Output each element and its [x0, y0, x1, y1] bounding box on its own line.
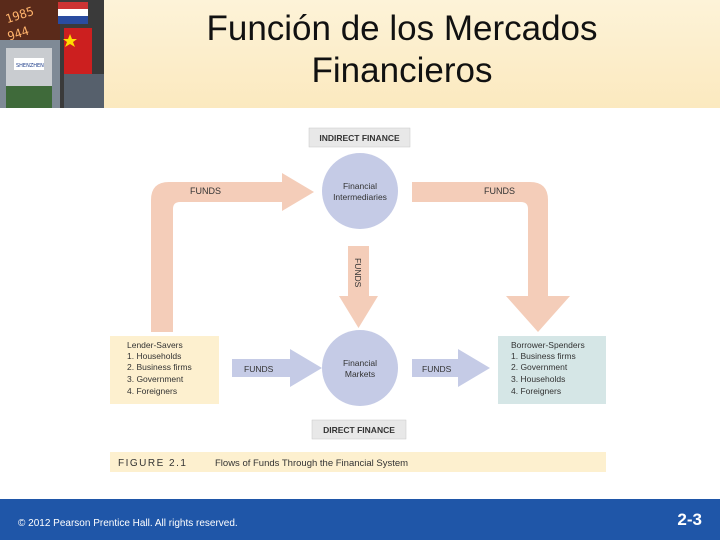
arrow-intermediaries-to-borrowers — [412, 182, 570, 332]
borrowers-title: Borrower-Spenders — [511, 340, 585, 350]
funds-label-bottom-left: FUNDS — [244, 364, 274, 374]
direct-finance-label: DIRECT FINANCE — [323, 425, 395, 435]
funds-label-top-right: FUNDS — [484, 186, 515, 196]
lenders-title: Lender-Savers — [127, 340, 183, 350]
borrowers-item: 2. Government — [511, 362, 568, 372]
markets-line-2: Markets — [345, 369, 375, 379]
intermediaries-line-2: Intermediaries — [333, 192, 387, 202]
figure-caption: Flows of Funds Through the Financial Sys… — [215, 458, 408, 469]
title-line-1: Función de los Mercados — [206, 9, 598, 48]
intermediaries-line-1: Financial — [343, 181, 377, 191]
financial-markets-circle — [322, 330, 398, 406]
arrow-intermediaries-to-markets — [339, 246, 378, 328]
stock-market-photo: 1985 944 SHENZHEN — [0, 0, 104, 108]
borrowers-item: 1. Business firms — [511, 351, 576, 361]
board-text-2: 944 — [6, 24, 31, 44]
financial-flow-diagram: INDIRECT FINANCE FUNDS FUNDS FUNDS Finan… — [110, 127, 606, 472]
funds-label-vertical: FUNDS — [353, 258, 363, 288]
arrow-lenders-to-markets — [232, 349, 322, 387]
borrowers-item: 3. Households — [511, 374, 565, 384]
copyright-text: © 2012 Pearson Prentice Hall. All rights… — [18, 518, 238, 529]
lenders-item: 1. Households — [127, 351, 181, 361]
lenders-item: 3. Government — [127, 374, 184, 384]
indirect-finance-box — [308, 127, 411, 148]
footer-bar: © 2012 Pearson Prentice Hall. All rights… — [0, 499, 720, 540]
lender-savers-box — [110, 336, 219, 404]
borrower-spenders-box — [498, 336, 606, 404]
financial-intermediaries-circle — [322, 153, 398, 229]
funds-label-bottom-right: FUNDS — [422, 364, 452, 374]
markets-line-1: Financial — [343, 358, 377, 368]
figure-caption-bar — [110, 452, 606, 472]
figure-number: FIGURE 2.1 — [118, 458, 187, 469]
arrow-markets-to-borrowers — [412, 349, 490, 387]
direct-finance-box — [311, 419, 407, 440]
title-line-2: Financieros — [311, 51, 493, 90]
header-band: 1985 944 SHENZHEN Función de los Mercado… — [0, 0, 720, 108]
lenders-item: 4. Foreigners — [127, 386, 177, 396]
borrowers-item: 4. Foreigners — [511, 386, 561, 396]
lenders-item: 2. Business firms — [127, 362, 192, 372]
sign-text: SHENZHEN — [16, 63, 44, 69]
funds-label-top-left: FUNDS — [190, 186, 221, 196]
page-title: Función de los Mercados Financieros — [110, 8, 694, 92]
slide-number: 2-3 — [677, 510, 702, 529]
arrow-lenders-to-intermediaries — [151, 173, 314, 332]
indirect-finance-label: INDIRECT FINANCE — [319, 133, 400, 143]
